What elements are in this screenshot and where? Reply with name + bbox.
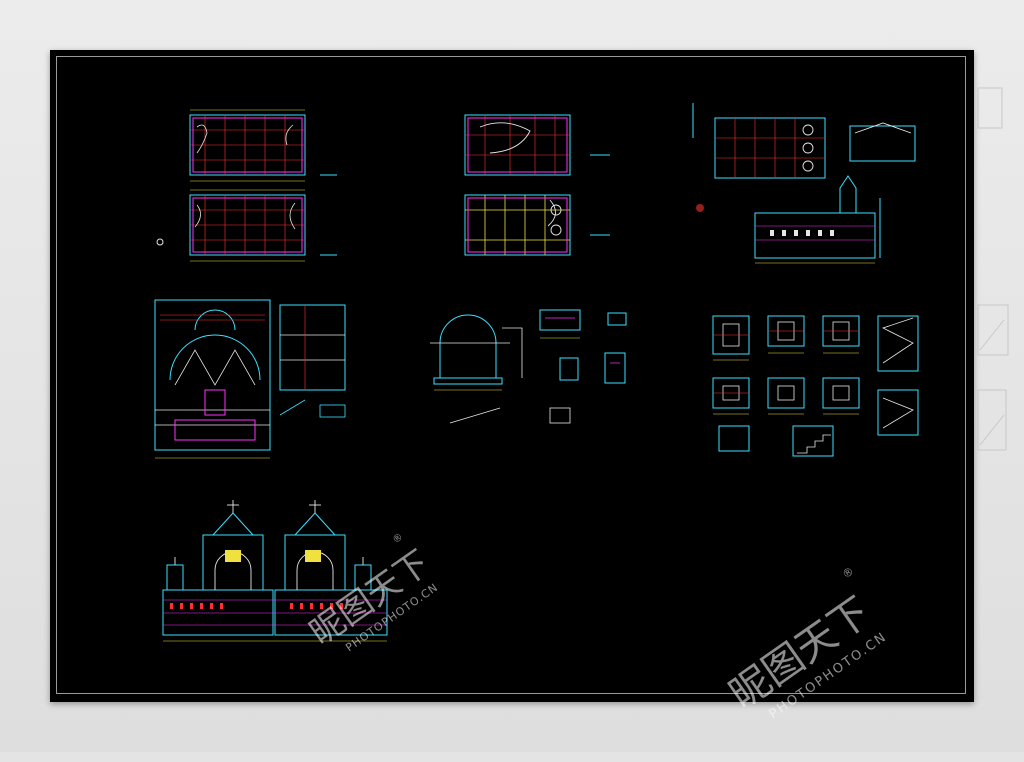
drawing-border-frame	[56, 56, 966, 694]
plan-and-elevation-group	[690, 98, 930, 268]
plan-elevation-drawing	[692, 103, 916, 264]
front-elevation-group	[155, 495, 395, 645]
preview-sketch	[977, 87, 1009, 451]
detail-drawings-group	[420, 298, 640, 443]
stair-details	[712, 315, 919, 457]
floor-plan-group-2	[460, 105, 630, 265]
front-elevation-drawing	[162, 500, 388, 642]
stair-detail-group	[705, 308, 930, 468]
floor-plan-drawing	[156, 109, 337, 262]
adjacent-page-preview	[974, 60, 1024, 480]
floor-plan-group-1	[156, 105, 355, 265]
detail-drawings	[430, 309, 627, 424]
floor-plan-drawing	[464, 114, 610, 256]
section-drawing	[154, 299, 346, 459]
cad-drawing-sheet: 昵图天下 ® PHOTOPHOTO.CN	[50, 50, 974, 702]
section-drawing-group	[145, 290, 375, 465]
